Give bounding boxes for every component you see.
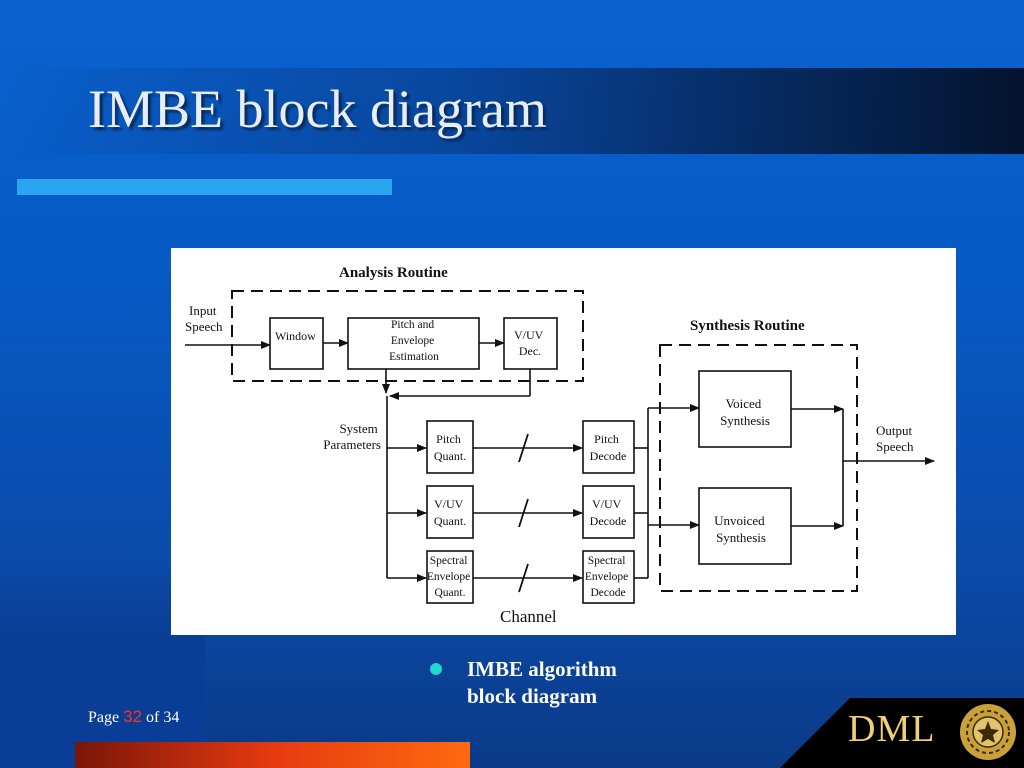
spectral-quant-block: [426, 550, 474, 604]
vuv-decode-block: [582, 485, 635, 539]
input-label: Input Speech: [185, 303, 223, 334]
bullet-line-2: block diagram: [467, 684, 598, 708]
system-parameters-label: System Parameters: [323, 421, 381, 452]
synthesis-region: [659, 344, 858, 592]
vuv-quant-label: V/UV Quant.: [434, 497, 466, 528]
spectral-decode-block: [582, 550, 635, 604]
output-label: Output Speech: [876, 423, 915, 454]
channel-label: Channel: [500, 607, 557, 626]
window-block: [269, 317, 324, 370]
dml-logo-text: DML: [848, 708, 936, 750]
synthesis-routine-title: Synthesis Routine: [690, 318, 805, 334]
spectral-decode-label: Spectral Envelope Decode: [585, 555, 631, 599]
voiced-synthesis-label: Voiced Synthesis: [720, 396, 770, 428]
title-underline: [17, 179, 392, 195]
page-current: 32: [123, 707, 143, 726]
page-label: Page: [88, 709, 120, 726]
vuv-decision-label: V/UV Dec.: [514, 328, 546, 358]
vuv-quant-block: [426, 485, 474, 539]
channel-slash-2: [518, 498, 529, 528]
slide-title: IMBE block diagram: [88, 79, 547, 139]
pitch-decode-label: Pitch Decode: [590, 432, 627, 463]
vuv-decode-label: V/UV Decode: [590, 497, 627, 528]
analysis-region: [231, 290, 584, 382]
seal-icon: [960, 704, 1016, 760]
page-total: of 34: [146, 709, 180, 726]
bullet-line-1: IMBE algorithm: [467, 657, 617, 681]
channel-slash-1: [518, 433, 529, 463]
unvoiced-synthesis-block: [698, 487, 792, 565]
pitch-decode-block: [582, 420, 635, 474]
spectral-quant-label: Spectral Envelope Quant.: [427, 555, 473, 599]
block-diagram-svg: Analysis Routine Synthesis Routine Input…: [185, 265, 935, 626]
vuv-decision-block: [503, 317, 558, 370]
bullet-dot-icon: [430, 663, 442, 675]
window-label: Window: [275, 329, 316, 343]
pitch-quant-label: Pitch Quant.: [434, 432, 466, 463]
pitch-quant-block: [426, 420, 474, 474]
analysis-routine-title: Analysis Routine: [339, 265, 448, 281]
bullet-text: IMBE algorithm block diagram: [467, 656, 707, 710]
unvoiced-synthesis-label: Unvoiced Synthesis: [714, 513, 768, 545]
footer-bar: [75, 742, 470, 768]
channel-slash-3: [518, 563, 529, 593]
page-number: Page 32 of 34: [88, 707, 179, 727]
left-shade: [0, 560, 205, 768]
block-diagram: Analysis Routine Synthesis Routine Input…: [171, 248, 956, 635]
pitch-envelope-estimation-label: Pitch and Envelope Estimation: [389, 319, 439, 363]
title-band: [0, 68, 1024, 154]
